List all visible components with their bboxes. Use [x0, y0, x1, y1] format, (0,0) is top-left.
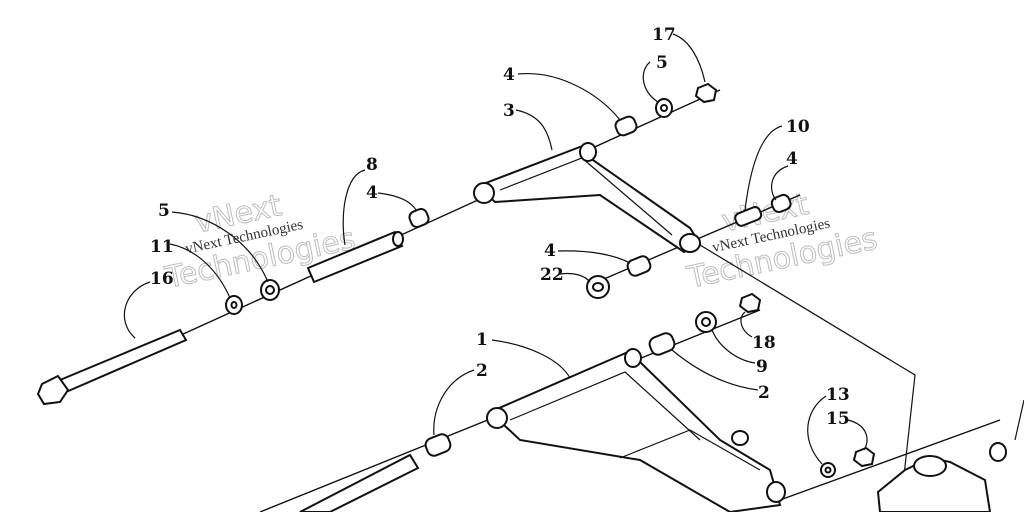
sleeve-part-8: [306, 230, 404, 284]
callout-5-left: 5: [158, 201, 170, 221]
bolt-part-16: [36, 328, 188, 406]
callout-4-left: 4: [366, 183, 378, 203]
callout-4-right: 4: [786, 149, 798, 169]
callout-16: 16: [150, 269, 174, 289]
lower-right-axis-line: [779, 419, 1001, 501]
callout-9: 9: [756, 357, 768, 377]
bushing-part-4-left: [408, 208, 430, 228]
callout-3: 3: [503, 101, 515, 121]
connector-line: [699, 244, 916, 512]
callout-5-upper: 5: [656, 53, 668, 73]
cap-part-22: [586, 275, 610, 299]
nut-part-15: [852, 446, 876, 468]
watermark-right: vNext vNext Technologies Technologies: [683, 186, 881, 296]
bushing-part-4-upper: [614, 115, 638, 137]
callout-1: 1: [476, 330, 488, 350]
bushing-part-4-lower: [626, 255, 652, 277]
callout-8: 8: [366, 155, 378, 175]
callout-4-lower: 4: [544, 241, 556, 261]
callout-4-upper: 4: [503, 65, 515, 85]
callout-15: 15: [826, 409, 850, 429]
flange-bushing-part-5-upper: [655, 98, 673, 118]
flange-bushing-part-5-left: [260, 279, 280, 301]
callout-22: 22: [540, 265, 564, 285]
callout-labels: 17 5 4 3 10 4 8 4 5 11 16 4 22 18 9 1 2 …: [150, 25, 850, 429]
leader-lines: [123, 33, 868, 465]
flange-part-9: [695, 311, 717, 333]
nut-part-18: [738, 292, 762, 314]
callout-10: 10: [786, 117, 810, 137]
callout-17: 17: [652, 25, 676, 45]
spindle-assembly: [876, 399, 1024, 512]
watermark-left: vNext vNext Technologies Technologies: [161, 188, 359, 297]
bushing-part-2-upper: [648, 332, 676, 356]
callout-2-right: 2: [758, 383, 770, 403]
bushing-part-2-lower: [424, 433, 452, 457]
callout-11: 11: [150, 237, 174, 257]
callout-13: 13: [826, 385, 850, 405]
sleeve-part-10: [734, 206, 763, 227]
lower-sleeve: [299, 453, 420, 512]
bushing-part-4-right: [770, 193, 792, 213]
lower-a-arm-part-1: [486, 348, 786, 512]
washer-part-11: [225, 295, 243, 315]
callout-2-left: 2: [476, 361, 488, 381]
washer-part-13: [820, 462, 836, 478]
upper-a-arm-part-3: [473, 142, 702, 254]
nut-part-17: [694, 82, 718, 104]
callout-18: 18: [752, 333, 776, 353]
